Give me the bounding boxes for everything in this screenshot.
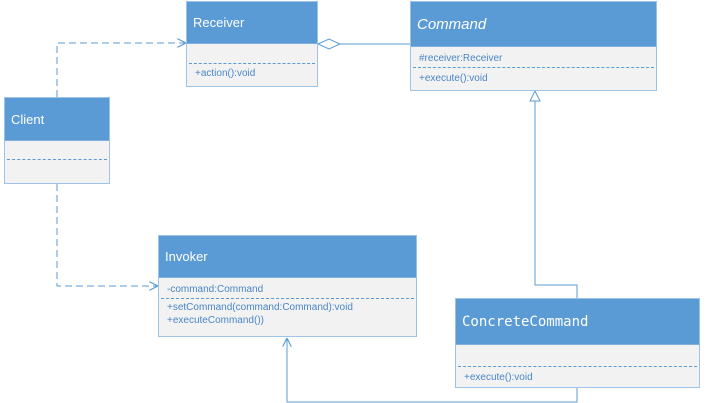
invoker-separator <box>161 298 414 299</box>
command-class[interactable]: Command #receiver:Receiver +execute():vo… <box>410 1 657 91</box>
command-operation: +execute():void <box>419 73 488 84</box>
invoker-operation-executecommand: +executeCommand()) <box>167 315 264 326</box>
invoker-class[interactable]: Invoker -command:Command +setCommand(com… <box>158 235 417 337</box>
receiver-class[interactable]: Receiver +action():void <box>186 1 318 87</box>
concretecommand-invoker-association <box>287 338 578 403</box>
concretecommand-command-generalization <box>534 100 578 298</box>
client-class-header: Client <box>5 98 109 141</box>
concretecommand-class[interactable]: ConcreteCommand +execute():void <box>455 298 700 388</box>
client-class-name: Client <box>11 111 45 127</box>
receiver-operation: +action():void <box>195 68 256 79</box>
concretecommand-separator <box>458 366 697 367</box>
command-separator <box>413 67 654 68</box>
client-invoker-dependency <box>56 184 158 286</box>
client-attributes <box>5 141 109 159</box>
receiver-separator <box>189 63 315 64</box>
client-class[interactable]: Client <box>4 97 110 184</box>
concretecommand-class-header: ConcreteCommand <box>456 299 699 345</box>
receiver-attributes <box>187 44 317 63</box>
concretecommand-attributes <box>456 345 699 366</box>
client-receiver-dependency <box>56 43 186 97</box>
invoker-operation-setcommand: +setCommand(command:Command):void <box>167 302 353 313</box>
invoker-attribute: -command:Command <box>167 284 264 295</box>
client-separator <box>7 159 107 160</box>
aggregation-diamond <box>316 38 342 50</box>
command-attribute: #receiver:Receiver <box>419 53 503 64</box>
concretecommand-class-name: ConcreteCommand <box>462 313 589 330</box>
receiver-class-name: Receiver <box>193 15 245 30</box>
generalization-triangle <box>529 89 541 102</box>
concretecommand-operation: +execute():void <box>464 372 533 383</box>
invoker-class-header: Invoker <box>159 236 416 278</box>
invoker-class-name: Invoker <box>165 249 208 264</box>
command-class-header: Command <box>411 2 656 47</box>
command-class-name: Command <box>417 15 487 33</box>
receiver-class-header: Receiver <box>187 2 317 44</box>
